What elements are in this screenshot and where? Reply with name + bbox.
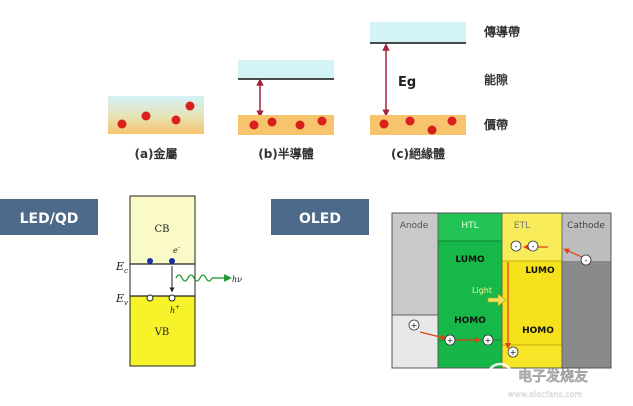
ev-label: E <box>115 292 124 305</box>
etl-gap <box>501 260 563 346</box>
htl-label: HTL <box>461 221 478 231</box>
electron-dot <box>171 115 181 125</box>
oled-frame <box>391 212 612 369</box>
cathode-level <box>562 213 611 261</box>
valence-band <box>370 115 466 135</box>
electron-circle <box>580 254 592 266</box>
plus-sign: + <box>510 348 517 357</box>
led-qd-tag-box <box>0 199 98 235</box>
hole-label: h <box>170 306 175 315</box>
cb-label: CB <box>155 224 170 235</box>
watermark-bolt-icon <box>492 368 506 377</box>
light-arrow-icon <box>487 293 507 307</box>
electron-dot <box>147 258 153 264</box>
photon-label: hν <box>232 275 242 284</box>
cathode-label: Cathode <box>567 221 605 231</box>
electron-circle <box>510 240 522 252</box>
watermark-site: www.elecfans.com <box>508 390 583 399</box>
electron-sup: - <box>178 244 180 251</box>
etl-homo-label: HOMO <box>522 326 554 336</box>
valence-band-label: 價帶 <box>483 117 508 132</box>
watermark-text: 电子发烧友 <box>518 368 588 385</box>
hole-sup: + <box>175 304 180 311</box>
anode-label: Anode <box>400 221 429 231</box>
watermark-logo-icon <box>486 362 514 390</box>
electron-dot <box>317 116 327 126</box>
led-qd-tag: LED/QD <box>0 199 98 235</box>
etl-header <box>502 213 562 261</box>
band-frame <box>129 195 196 367</box>
electron-dot <box>379 119 389 129</box>
light-label: Light <box>472 286 492 295</box>
plus-sign: + <box>447 336 454 345</box>
oled-tag-box <box>271 199 369 235</box>
ec-subscript: c <box>124 267 128 275</box>
hole-circle <box>507 346 519 358</box>
gap-symbol: Eg <box>398 75 416 90</box>
htl-lumo-label: LUMO <box>455 255 485 265</box>
conduction-band-label: 傳導帶 <box>483 24 520 39</box>
hole-dot <box>168 294 176 302</box>
minus-sign: - <box>532 242 535 251</box>
minus-sign: - <box>585 256 588 265</box>
led-qd-tag-text: LED/QD <box>20 211 79 227</box>
conduction-band <box>370 22 466 43</box>
ec-label: E <box>115 260 124 273</box>
hole-circle <box>482 334 494 346</box>
electron-dot <box>447 116 457 126</box>
caption-semiconductor: (b)半導體 <box>258 146 314 161</box>
electron-dot <box>405 116 415 126</box>
gap-label: 能隙 <box>484 72 508 87</box>
ev-subscript: v <box>124 299 128 307</box>
hole-circle <box>408 319 420 331</box>
electron-dot <box>427 125 437 135</box>
caption-insulator: (c)絕緣體 <box>391 146 445 161</box>
electron-dot <box>295 120 305 130</box>
electron-dot <box>117 119 127 129</box>
watermark: 电子发烧友 www.elecfans.com <box>486 362 588 399</box>
band-diagram-metal: (a)金屬 <box>108 96 204 161</box>
band-diagram-insulator: Eg (c)絕緣體 <box>370 22 466 161</box>
etl-lumo-label: LUMO <box>525 266 555 276</box>
electron-dot <box>267 117 277 127</box>
led-qd-band-diagram: CB VB E c E v e - h + hν <box>115 195 242 367</box>
caption-metal: (a)金屬 <box>134 146 177 161</box>
photon-wave <box>175 274 213 282</box>
etl-label: ETL <box>514 221 530 231</box>
oled-tag-text: OLED <box>299 211 341 227</box>
band-diagram-semiconductor: (b)半導體 <box>238 60 334 161</box>
plus-sign: + <box>485 336 492 345</box>
hole-circle <box>444 334 456 346</box>
minus-sign: - <box>515 242 518 251</box>
cb-region <box>130 196 195 264</box>
valence-band <box>238 115 334 135</box>
vb-region <box>130 296 195 366</box>
conduction-band <box>238 60 334 79</box>
htl-homo-label: HOMO <box>454 316 486 326</box>
hole-dot <box>146 294 154 302</box>
oled-tag: OLED <box>271 199 369 235</box>
electron-dot <box>185 101 195 111</box>
oled-energy-diagram: Anode HTL ETL Cathode LUMO HOMO LUMO HOM… <box>391 212 612 369</box>
electron-dot <box>249 120 259 130</box>
electron-label: e <box>173 246 178 255</box>
htl-header <box>438 213 502 241</box>
electron-circle <box>527 240 539 252</box>
electron-injection-arrow <box>563 248 583 258</box>
electron-dot <box>141 111 151 121</box>
vb-label: VB <box>154 327 170 338</box>
electron-dot <box>169 258 175 264</box>
hole-injection-arrow <box>419 331 447 341</box>
gap-region <box>130 264 195 296</box>
plus-sign: + <box>411 321 418 330</box>
